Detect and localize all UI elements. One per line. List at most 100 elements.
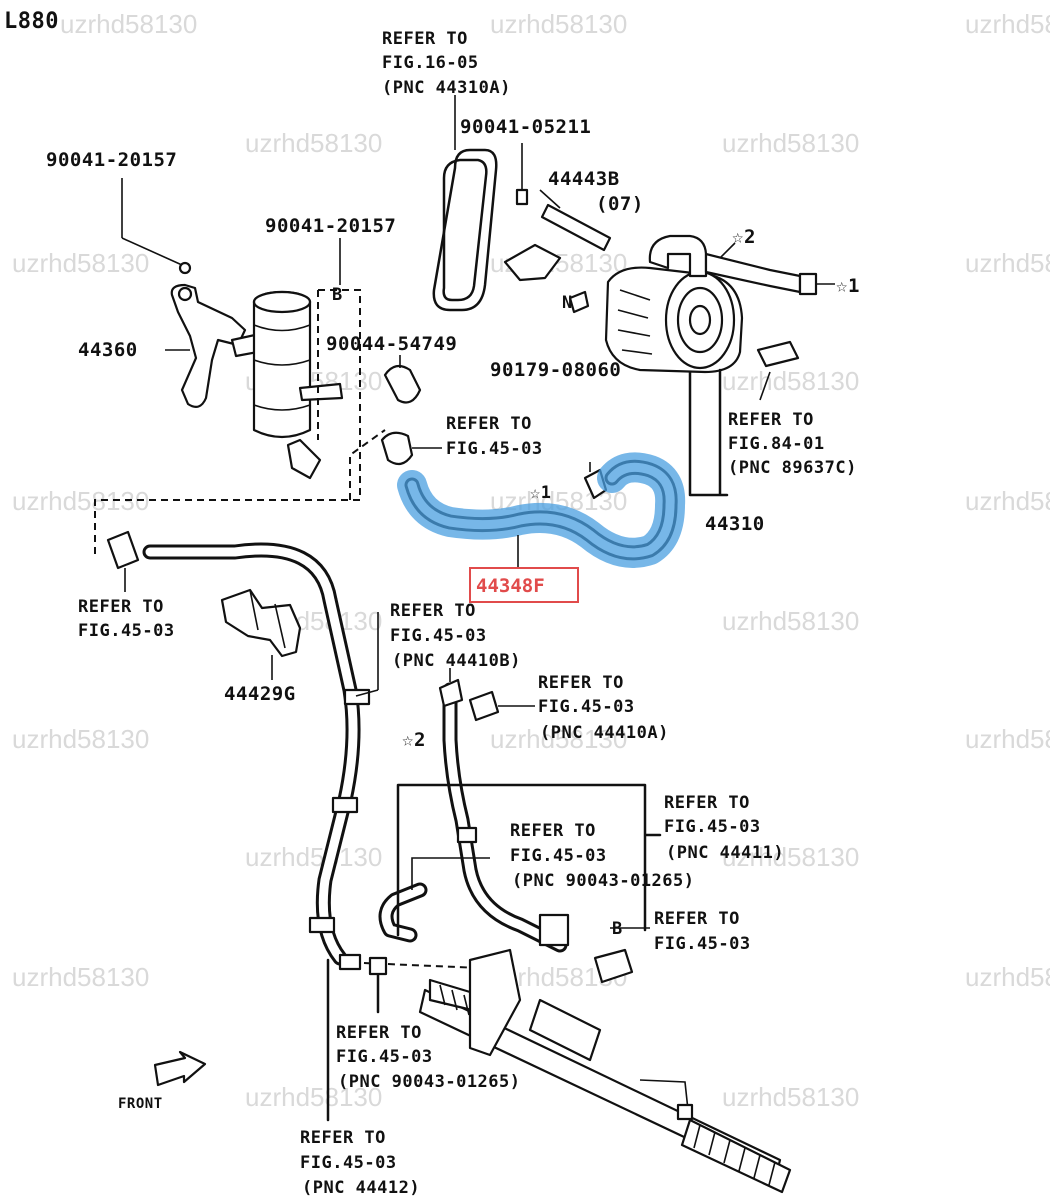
part-number[interactable]: 44443B <box>548 168 620 190</box>
watermark: uzrhd58130 <box>965 724 1050 754</box>
label-refer: REFER TO <box>664 793 750 813</box>
label-refer: REFER TO <box>336 1023 422 1043</box>
union-fitting[interactable] <box>338 953 362 971</box>
union-fitting[interactable] <box>368 956 388 976</box>
watermark: uzrhd58130 <box>722 1082 859 1112</box>
watermark-layer: uzrhd58130 uzrhd58130 uzrhd58130 uzrhd58… <box>12 9 1050 1112</box>
star-marker: ☆1 <box>530 483 551 503</box>
watermark: uzrhd58130 <box>722 128 859 158</box>
label-pnc: (PNC 90043-01265) <box>338 1072 521 1092</box>
watermark: uzrhd58130 <box>245 842 382 872</box>
label-layer: REFER TO FIG.16-05 (PNC 44310A) 90041-05… <box>46 29 860 1198</box>
part-number[interactable]: 90041-20157 <box>265 215 396 237</box>
watermark: uzrhd58130 <box>60 9 197 39</box>
label-figure: FIG.45-03 <box>664 817 761 837</box>
part-number[interactable]: 90041-20157 <box>46 149 177 171</box>
pressure-line[interactable] <box>106 530 371 966</box>
leader-line <box>355 689 379 697</box>
part-number[interactable]: 44360 <box>78 339 138 361</box>
connector-letter: B <box>332 285 343 305</box>
dashed-link <box>349 429 386 500</box>
connector-letter: N <box>562 293 573 313</box>
leader-bracket-44310 <box>688 368 729 497</box>
connector-letter: B <box>612 919 623 939</box>
part-number[interactable]: 44429G <box>224 683 296 705</box>
star-marker: ☆2 <box>732 226 756 248</box>
label-figure: FIG.84-01 <box>728 434 825 454</box>
label-pnc: (PNC 90043-01265) <box>512 871 695 891</box>
label-figure: FIG.45-03 <box>654 934 751 954</box>
label-figure: FIG.45-03 <box>538 697 635 717</box>
watermark: uzrhd58130 <box>12 724 149 754</box>
leader-line <box>121 237 183 266</box>
label-pnc: (PNC 44310A) <box>382 78 511 98</box>
return-line[interactable] <box>378 678 570 953</box>
label-refer: REFER TO <box>390 601 476 621</box>
hose-clamp-left[interactable] <box>380 431 442 466</box>
adjust-bar-44443b[interactable] <box>503 189 612 282</box>
part-number[interactable]: 90041-05211 <box>460 116 591 138</box>
power-steering-pump-44310[interactable] <box>604 234 818 374</box>
highlight-label-box <box>469 567 579 603</box>
label-refer: REFER TO <box>654 909 740 929</box>
clip-90179-08060[interactable] <box>568 290 590 314</box>
figure-code: L880 <box>4 9 59 34</box>
reservoir-tank[interactable] <box>252 290 344 480</box>
front-label: FRONT <box>118 1096 163 1112</box>
hose-44348f[interactable] <box>397 452 686 568</box>
label-figure: FIG.45-03 <box>336 1047 433 1067</box>
watermark: uzrhd58130 <box>722 366 859 396</box>
label-figure: FIG.45-03 <box>446 439 543 459</box>
part-number[interactable]: 90179-08060 <box>490 359 621 381</box>
watermark: uzrhd58130 <box>490 724 627 754</box>
watermark: uzrhd58130 <box>965 486 1050 516</box>
label-pnc: (PNC 44412) <box>302 1178 420 1198</box>
label-figure: FIG.16-05 <box>382 53 479 73</box>
dashed-link <box>94 289 361 558</box>
label-figure: FIG.45-03 <box>390 626 487 646</box>
label-pnc: (PNC 44410B) <box>392 651 521 671</box>
label-refer: REFER TO <box>510 821 596 841</box>
label-figure: FIG.45-03 <box>300 1153 397 1173</box>
bolt-90041-20157[interactable] <box>178 261 192 275</box>
label-refer: REFER TO <box>446 414 532 434</box>
part-number[interactable]: 44310 <box>705 513 765 535</box>
star-marker: ☆2 <box>402 729 426 751</box>
clamp-90044-54749[interactable] <box>383 355 422 404</box>
label-refer: REFER TO <box>382 29 468 49</box>
drive-belt[interactable] <box>432 148 498 312</box>
steering-gear-assembly[interactable] <box>418 948 792 1194</box>
label-refer: REFER TO <box>300 1128 386 1148</box>
leader-bracket-44411 <box>396 783 662 937</box>
watermark: uzrhd58130 <box>722 606 859 636</box>
label-figure: FIG.45-03 <box>78 621 175 641</box>
watermark: uzrhd58130 <box>245 1082 382 1112</box>
watermark: uzrhd58130 <box>965 962 1050 992</box>
watermark: uzrhd58130 <box>490 9 627 39</box>
leader-line <box>759 371 771 401</box>
label-pnc: (PNC 89637C) <box>728 458 857 478</box>
label-pnc: (PNC 44411) <box>666 843 784 863</box>
reservoir-bracket-44360[interactable] <box>170 283 260 408</box>
label-figure: FIG.45-03 <box>510 846 607 866</box>
clamp-44429g[interactable] <box>220 588 302 658</box>
label-refer: REFER TO <box>728 410 814 430</box>
part-number-44348f[interactable]: 44348F <box>476 575 545 597</box>
watermark: uzrhd58130 <box>12 248 149 278</box>
watermark: uzrhd58130 <box>12 962 149 992</box>
label-refer: REFER TO <box>78 597 164 617</box>
leader-line <box>719 242 736 259</box>
star-marker: ☆1 <box>836 275 860 297</box>
watermark: uzrhd58130 <box>245 128 382 158</box>
watermark: uzrhd58130 <box>965 248 1050 278</box>
leader-line <box>411 857 490 890</box>
part-number[interactable]: 90044-54749 <box>326 333 457 355</box>
watermark: uzrhd58130 <box>722 842 859 872</box>
watermark: uzrhd58130 <box>965 9 1050 39</box>
label-refer: REFER TO <box>538 673 624 693</box>
front-arrow-icon <box>153 1050 207 1087</box>
part-quantity: (07) <box>596 193 644 215</box>
bolt-90041-05211[interactable] <box>515 143 529 206</box>
label-pnc: (PNC 44410A) <box>540 723 669 743</box>
